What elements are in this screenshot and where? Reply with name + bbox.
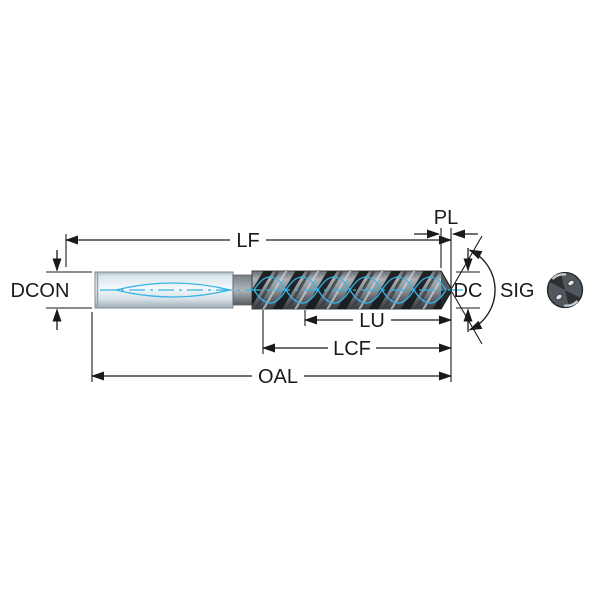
label-lf: LF: [236, 230, 259, 252]
label-lcf: LCF: [333, 338, 371, 360]
label-oal: OAL: [258, 366, 298, 388]
dim-lcf: LCF: [262, 338, 452, 360]
label-lu: LU: [359, 310, 385, 332]
dim-lf: LF: [65, 230, 452, 252]
label-pl: PL: [434, 207, 458, 229]
label-sig: SIG: [500, 280, 534, 302]
drill-body: [94, 270, 463, 310]
dim-sig: SIG: [451, 235, 534, 345]
label-dc: DC: [454, 280, 483, 302]
end-view: [546, 271, 584, 309]
coolant-hole-1: [555, 293, 563, 301]
coolant-hole-2: [567, 279, 575, 287]
shank-accent-lens: [115, 282, 231, 298]
end-view-margin-1: [551, 273, 567, 280]
label-dcon: DCON: [11, 280, 70, 302]
end-view-margin-2: [563, 300, 579, 307]
dim-lu: LU: [304, 310, 452, 332]
dim-dcon: DCON: [11, 250, 70, 330]
dim-oal: OAL: [91, 366, 452, 388]
flute-accent-waves: [253, 276, 447, 304]
coolant-accent-lines: [100, 276, 463, 304]
dim-pl: PL: [414, 207, 478, 239]
